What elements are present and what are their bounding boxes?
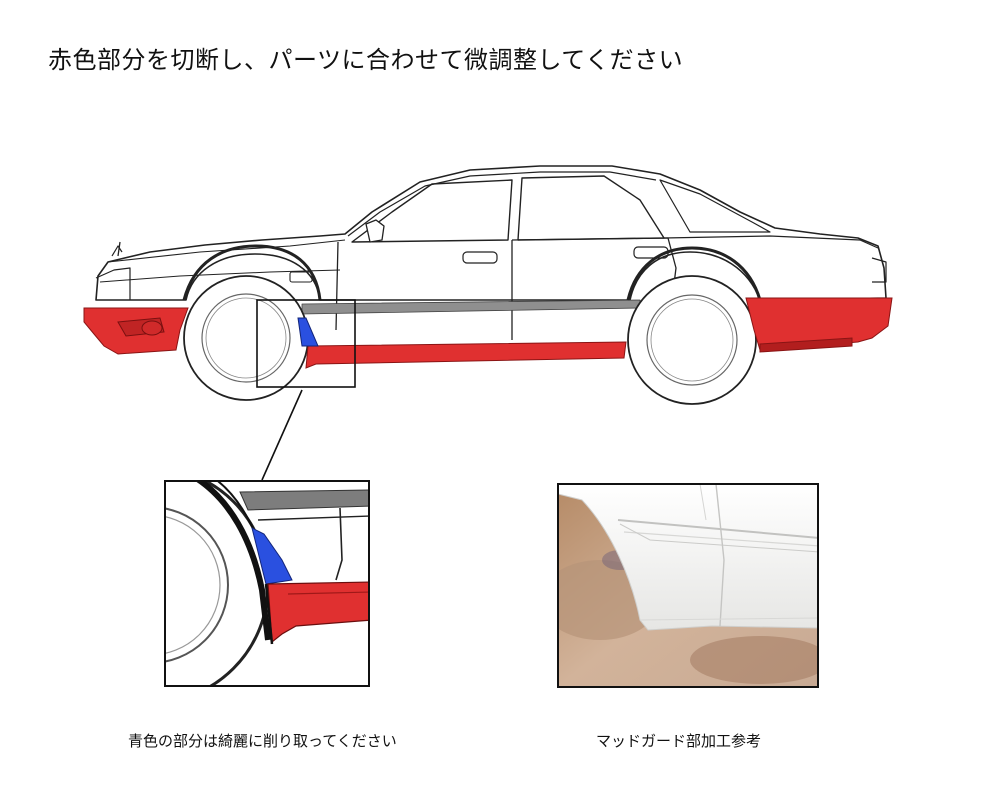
rear-quarter-glass xyxy=(659,179,771,233)
car-side-view xyxy=(95,165,887,340)
zoom-inset xyxy=(164,480,370,687)
instruction-title: 赤色部分を切断し、パーツに合わせて微調整してください xyxy=(48,46,684,74)
zoom-leader-line xyxy=(261,389,303,481)
reference-photo xyxy=(557,483,819,688)
zoom-caption: 青色の部分は綺麗に削り取ってください xyxy=(128,732,397,750)
zoom-source-box xyxy=(256,299,356,388)
front-wheel xyxy=(183,275,309,401)
rear-wheel xyxy=(627,275,757,405)
photo-caption: マッドガード部加工参考 xyxy=(596,732,762,750)
front-door-outline xyxy=(335,240,513,340)
side-molding xyxy=(301,299,641,315)
zoom-blue-zone xyxy=(251,527,293,585)
cut-zones-red xyxy=(83,297,893,369)
remove-zone-blue xyxy=(297,317,319,347)
side-mirror xyxy=(365,219,385,243)
front-door-handle xyxy=(462,251,498,264)
zoom-molding xyxy=(239,489,369,511)
car-body-outline xyxy=(95,165,887,301)
rear-bumper-red xyxy=(745,297,893,351)
side-sill-red xyxy=(305,341,627,369)
front-window xyxy=(351,179,513,243)
